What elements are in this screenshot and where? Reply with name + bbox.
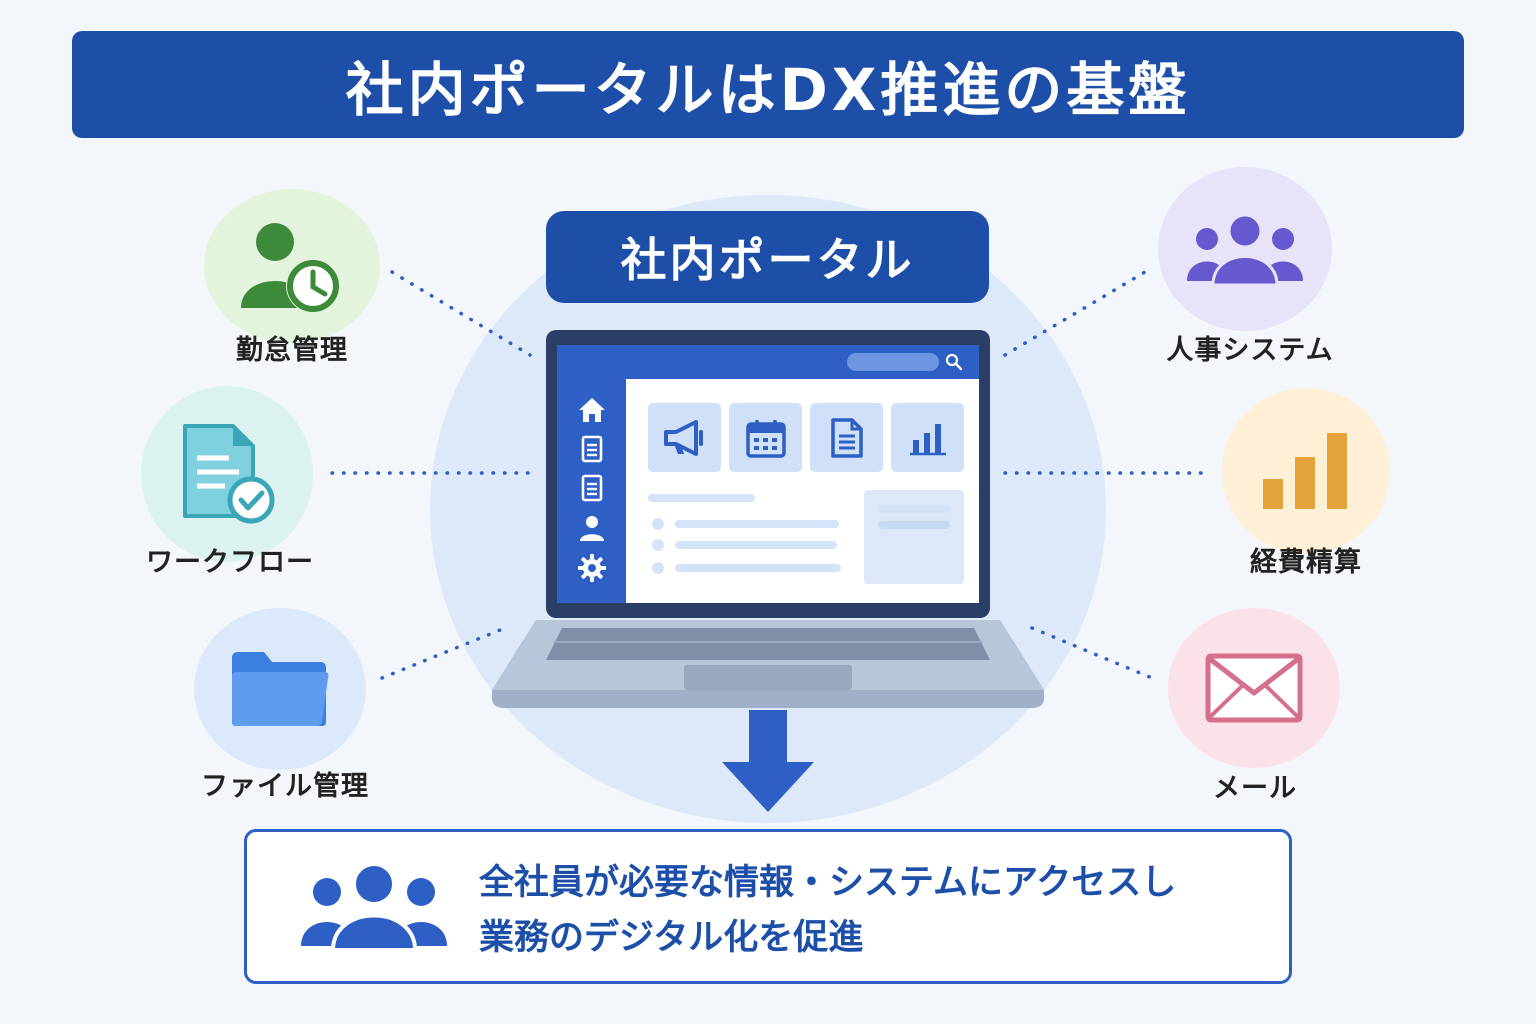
node-files bbox=[194, 608, 366, 770]
laptop-screen bbox=[557, 345, 979, 603]
summary-line-1: 全社員が必要な情報・システムにアクセスし bbox=[479, 863, 1177, 903]
gear-icon bbox=[578, 554, 606, 582]
connector-mail bbox=[1030, 626, 1154, 680]
document-icon bbox=[581, 474, 603, 502]
document-check-icon bbox=[183, 424, 275, 524]
node-files-label: ファイル管理 bbox=[201, 771, 369, 802]
connector-files bbox=[380, 626, 507, 680]
connector-hr bbox=[1003, 270, 1147, 357]
title-banner: 社内ポータルはDX推進の基盤 bbox=[72, 31, 1464, 138]
node-expense bbox=[1222, 388, 1390, 554]
bar-chart-icon bbox=[909, 423, 946, 455]
user-icon bbox=[580, 516, 604, 541]
portal-label-pill: 社内ポータル bbox=[546, 211, 989, 303]
people-icon bbox=[1187, 213, 1303, 287]
calendar-tile bbox=[729, 403, 802, 472]
node-expense-label: 経費精算 bbox=[1250, 547, 1362, 578]
document-tile bbox=[810, 403, 883, 472]
folder-icon bbox=[232, 652, 329, 726]
node-mail-label: メール bbox=[1213, 773, 1297, 804]
content-line bbox=[648, 494, 755, 502]
summary-box: 全社員が必要な情報・システムにアクセスし 業務のデジタル化を促進 bbox=[244, 829, 1292, 984]
people-icon bbox=[301, 862, 447, 952]
megaphone-icon bbox=[663, 419, 703, 456]
laptop-base bbox=[492, 620, 1044, 708]
chart-tile bbox=[891, 403, 964, 472]
arrow-down-icon bbox=[722, 710, 814, 812]
content-line bbox=[675, 564, 841, 572]
megaphone-tile bbox=[648, 403, 721, 472]
content-line bbox=[878, 505, 950, 513]
list-bullet bbox=[652, 539, 664, 551]
home-icon bbox=[579, 398, 605, 422]
content-line bbox=[675, 541, 837, 549]
file-text-icon bbox=[830, 417, 863, 458]
node-attendance-label: 勤怠管理 bbox=[236, 335, 348, 366]
list-bullet bbox=[652, 518, 664, 530]
envelope-icon bbox=[1205, 653, 1303, 723]
document-icon bbox=[581, 435, 603, 463]
node-workflow bbox=[141, 386, 313, 562]
bar-chart-icon bbox=[1263, 433, 1347, 509]
search-icon bbox=[945, 353, 963, 371]
node-workflow-label: ワークフロー bbox=[146, 547, 314, 578]
screen-search-field bbox=[847, 353, 939, 371]
node-attendance bbox=[204, 189, 380, 343]
node-hr-label: 人事システム bbox=[1166, 335, 1334, 366]
portal-label: 社内ポータル bbox=[620, 233, 915, 287]
person-clock-icon bbox=[241, 223, 340, 313]
summary-line-2: 業務のデジタル化を促進 bbox=[479, 918, 864, 958]
node-hr bbox=[1158, 167, 1332, 331]
calendar-icon bbox=[745, 419, 786, 458]
connector-attendance bbox=[390, 270, 532, 357]
content-line bbox=[878, 521, 950, 529]
summary-text: 全社員が必要な情報・システムにアクセスし 業務のデジタル化を促進 bbox=[479, 856, 1279, 966]
content-line bbox=[675, 520, 839, 528]
list-bullet bbox=[652, 562, 664, 574]
node-mail bbox=[1168, 608, 1340, 768]
page-title: 社内ポータルはDX推進の基盤 bbox=[345, 55, 1191, 124]
